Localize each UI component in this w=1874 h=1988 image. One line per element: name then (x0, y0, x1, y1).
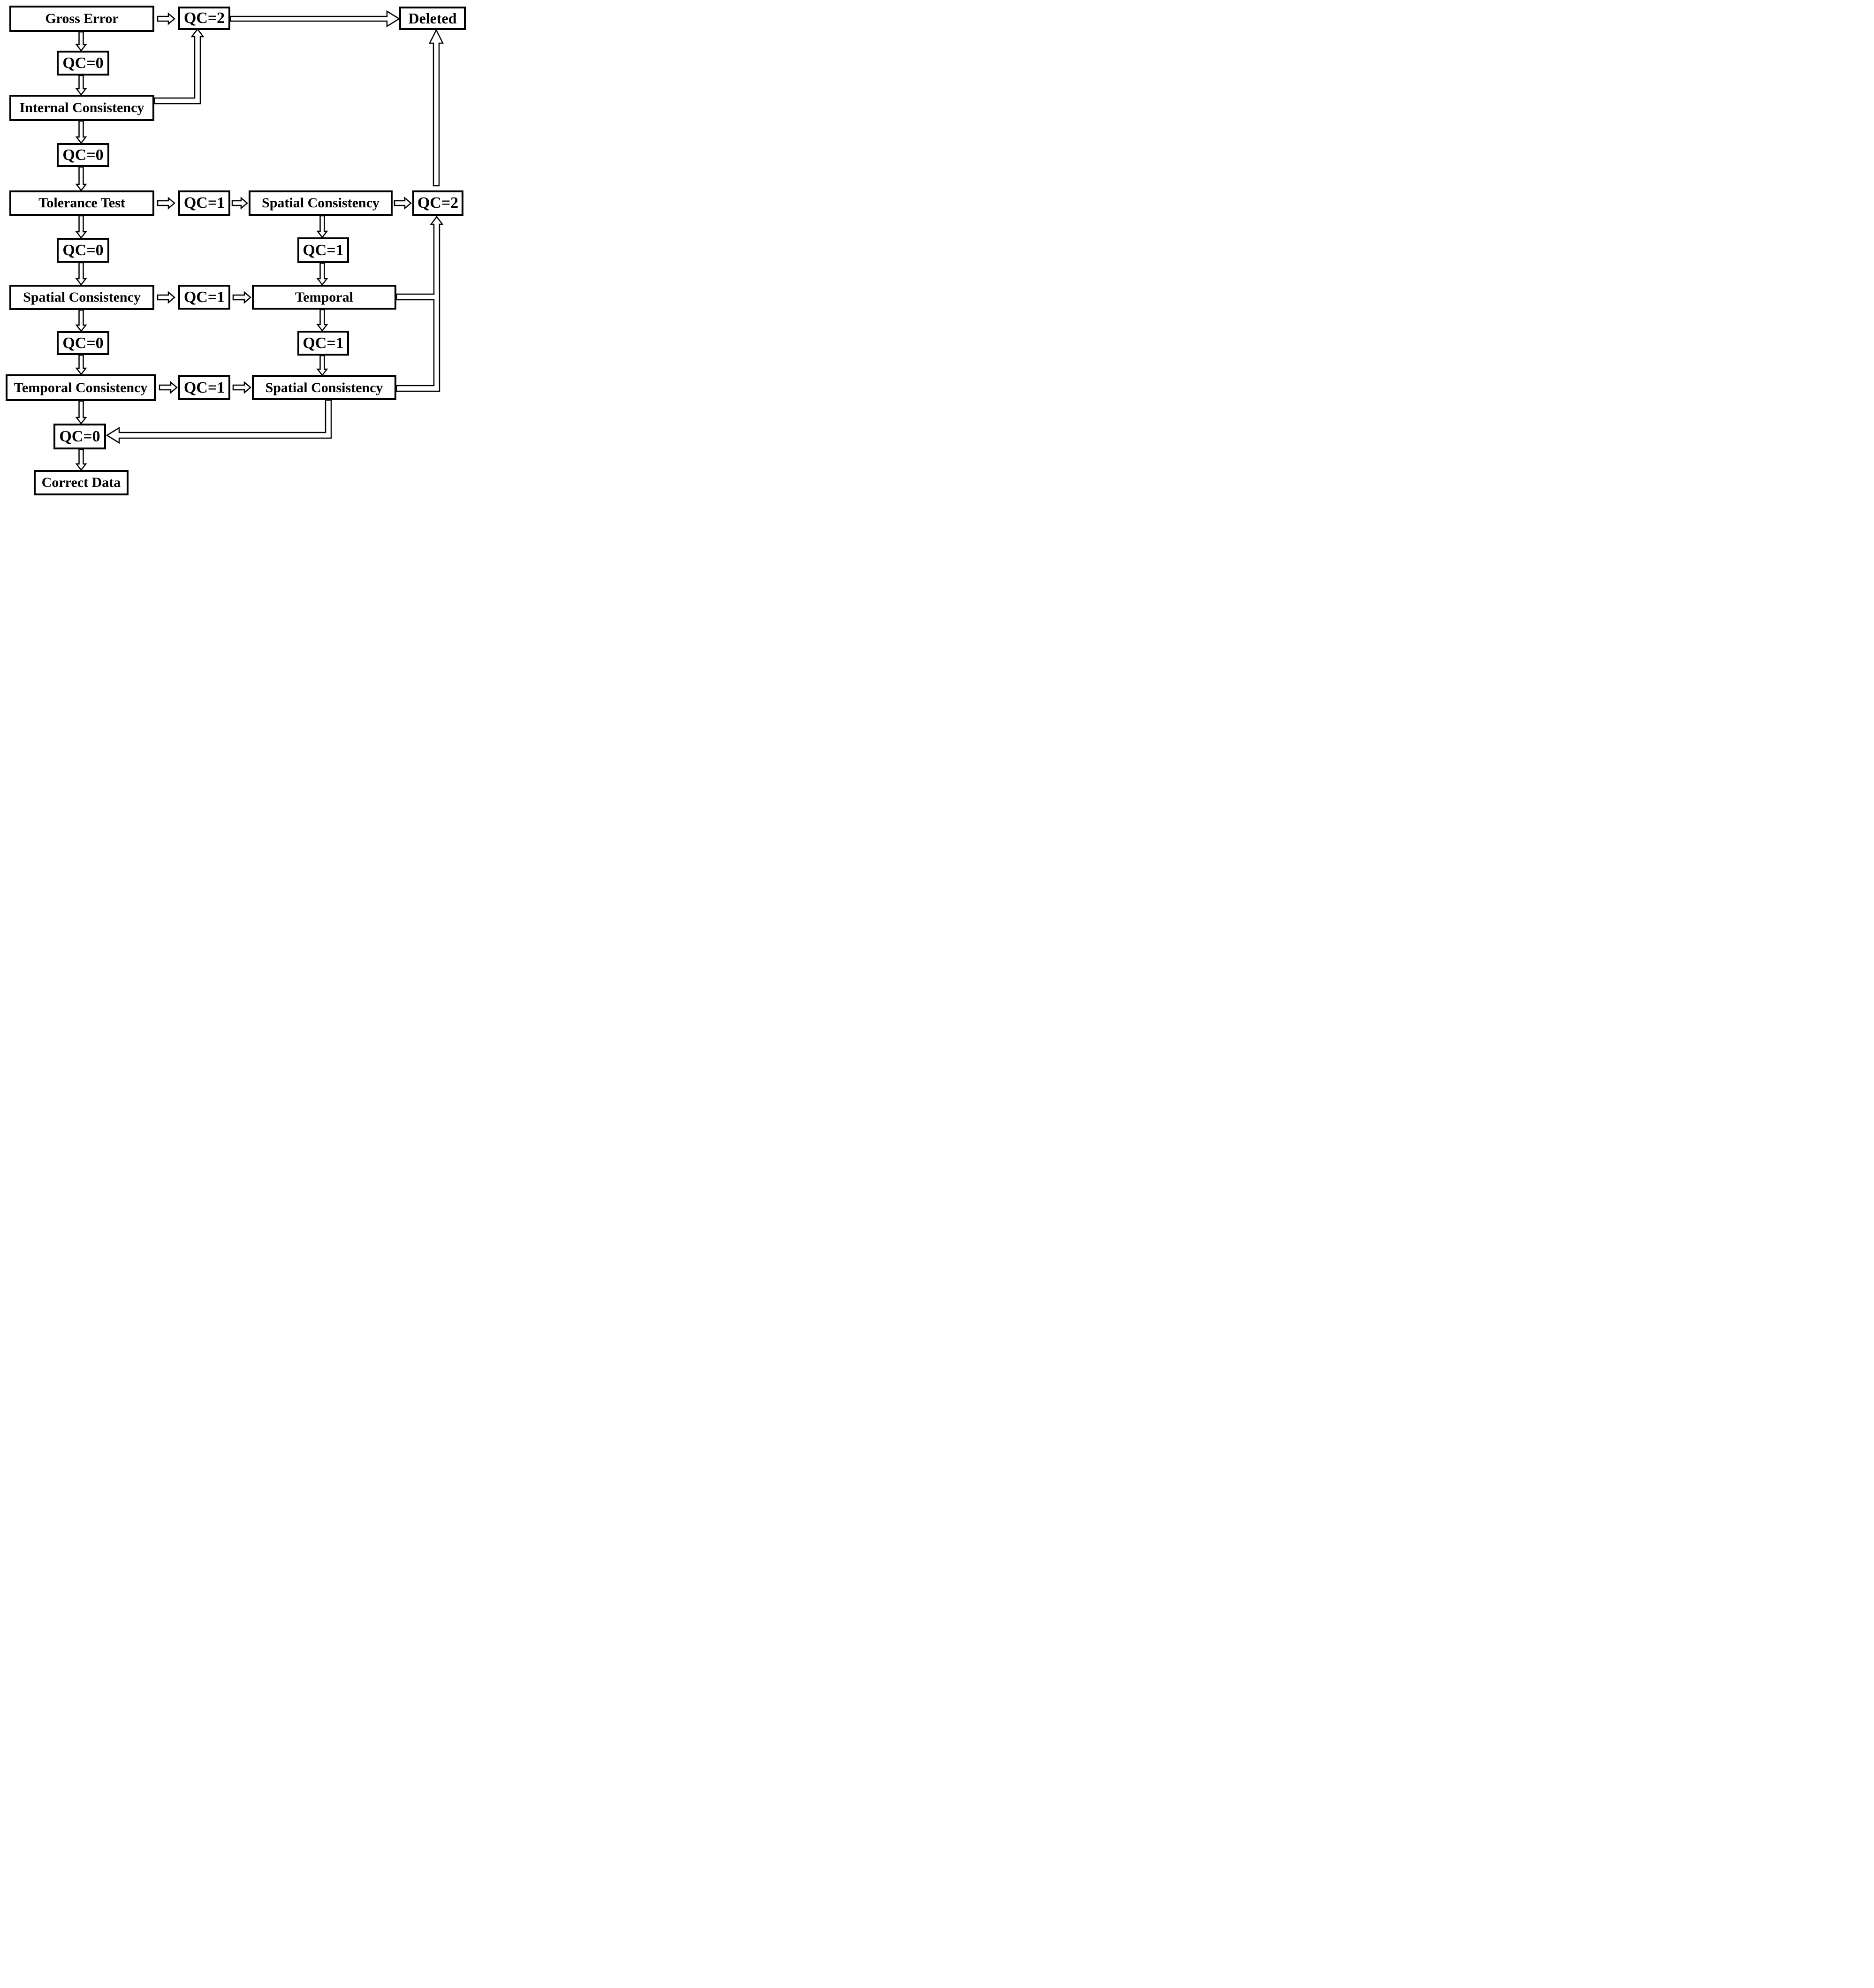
down-arrow-qc1-to-spatial-bottom (316, 355, 328, 377)
flowchart-canvas: Gross Error QC=0 Internal Consistency QC… (0, 0, 469, 497)
node-spatial-consistency-mid: Spatial Consistency (249, 190, 393, 216)
node-spatial-consistency-left: Spatial Consistency (9, 285, 154, 310)
down-arrow-spatial-left-to-qc0 (75, 309, 87, 333)
down-arrow-qc0-to-spatial-left (75, 262, 87, 286)
node-qc0-1: QC=0 (57, 51, 109, 76)
down-arrow-qc0-to-tolerance (75, 166, 87, 192)
long-arrow-qc2-to-deleted (229, 10, 401, 28)
node-qc1-row3: QC=1 (178, 190, 230, 216)
left-arrow-spatial-bottom-to-qc0 (106, 399, 332, 444)
node-temporal: Temporal (252, 285, 396, 310)
node-qc0-4: QC=0 (57, 331, 109, 355)
down-arrow-tolerance-to-qc0 (75, 215, 87, 239)
down-arrow-temporal-consistency-to-qc0 (75, 400, 87, 425)
node-temporal-consistency: Temporal Consistency (6, 374, 156, 401)
node-qc1-mid2: QC=1 (297, 331, 349, 356)
node-qc1-row5: QC=1 (178, 285, 230, 310)
down-arrow-qc1-to-temporal (316, 262, 328, 286)
node-qc0-5: QC=0 (53, 424, 106, 449)
down-arrow-qc0-to-internal (75, 75, 87, 96)
right-arrow-spatial-mid-to-qc2 (394, 197, 412, 210)
node-qc0-2: QC=0 (57, 143, 109, 167)
node-internal-consistency: Internal Consistency (9, 95, 154, 121)
node-qc1-mid1: QC=1 (297, 237, 349, 263)
node-qc2-top: QC=2 (178, 7, 230, 30)
right-arrow-qc1-to-temporal (232, 291, 251, 304)
node-tolerance-test: Tolerance Test (9, 190, 154, 216)
node-correct-data: Correct Data (34, 470, 129, 495)
down-arrow-spatial-mid-to-qc1 (316, 215, 328, 239)
right-arrow-spatial-left-to-qc1 (157, 291, 175, 304)
elbow-temporal-spatial-to-qc2-right (395, 215, 444, 392)
node-deleted: Deleted (399, 7, 466, 30)
down-arrow-qc0-to-temporal-consistency (75, 354, 87, 376)
right-arrow-qc1-to-spatial-mid (231, 197, 248, 210)
right-arrow-temporal-consistency-to-qc1 (159, 381, 178, 394)
connector-layer (75, 10, 444, 471)
node-qc1-row7: QC=1 (178, 375, 230, 400)
node-spatial-consistency-bottom: Spatial Consistency (252, 375, 396, 400)
right-arrow-gross-error-to-qc2 (157, 12, 175, 25)
down-arrow-internal-to-qc0 (75, 120, 87, 144)
right-arrow-qc1-to-spatial-bottom (232, 381, 251, 394)
node-qc0-3: QC=0 (57, 238, 109, 263)
node-gross-error: Gross Error (9, 6, 154, 32)
node-qc2-right: QC=2 (412, 190, 463, 216)
down-arrow-temporal-to-qc1 (316, 309, 328, 332)
down-arrow-qc0-to-correct-data (75, 448, 87, 471)
right-arrow-tolerance-to-qc1 (157, 197, 175, 210)
up-arrow-qc2-right-to-deleted (428, 29, 444, 187)
down-arrow-gross-error-to-qc0 (75, 31, 87, 52)
elbow-internal-to-qc2 (153, 28, 205, 105)
